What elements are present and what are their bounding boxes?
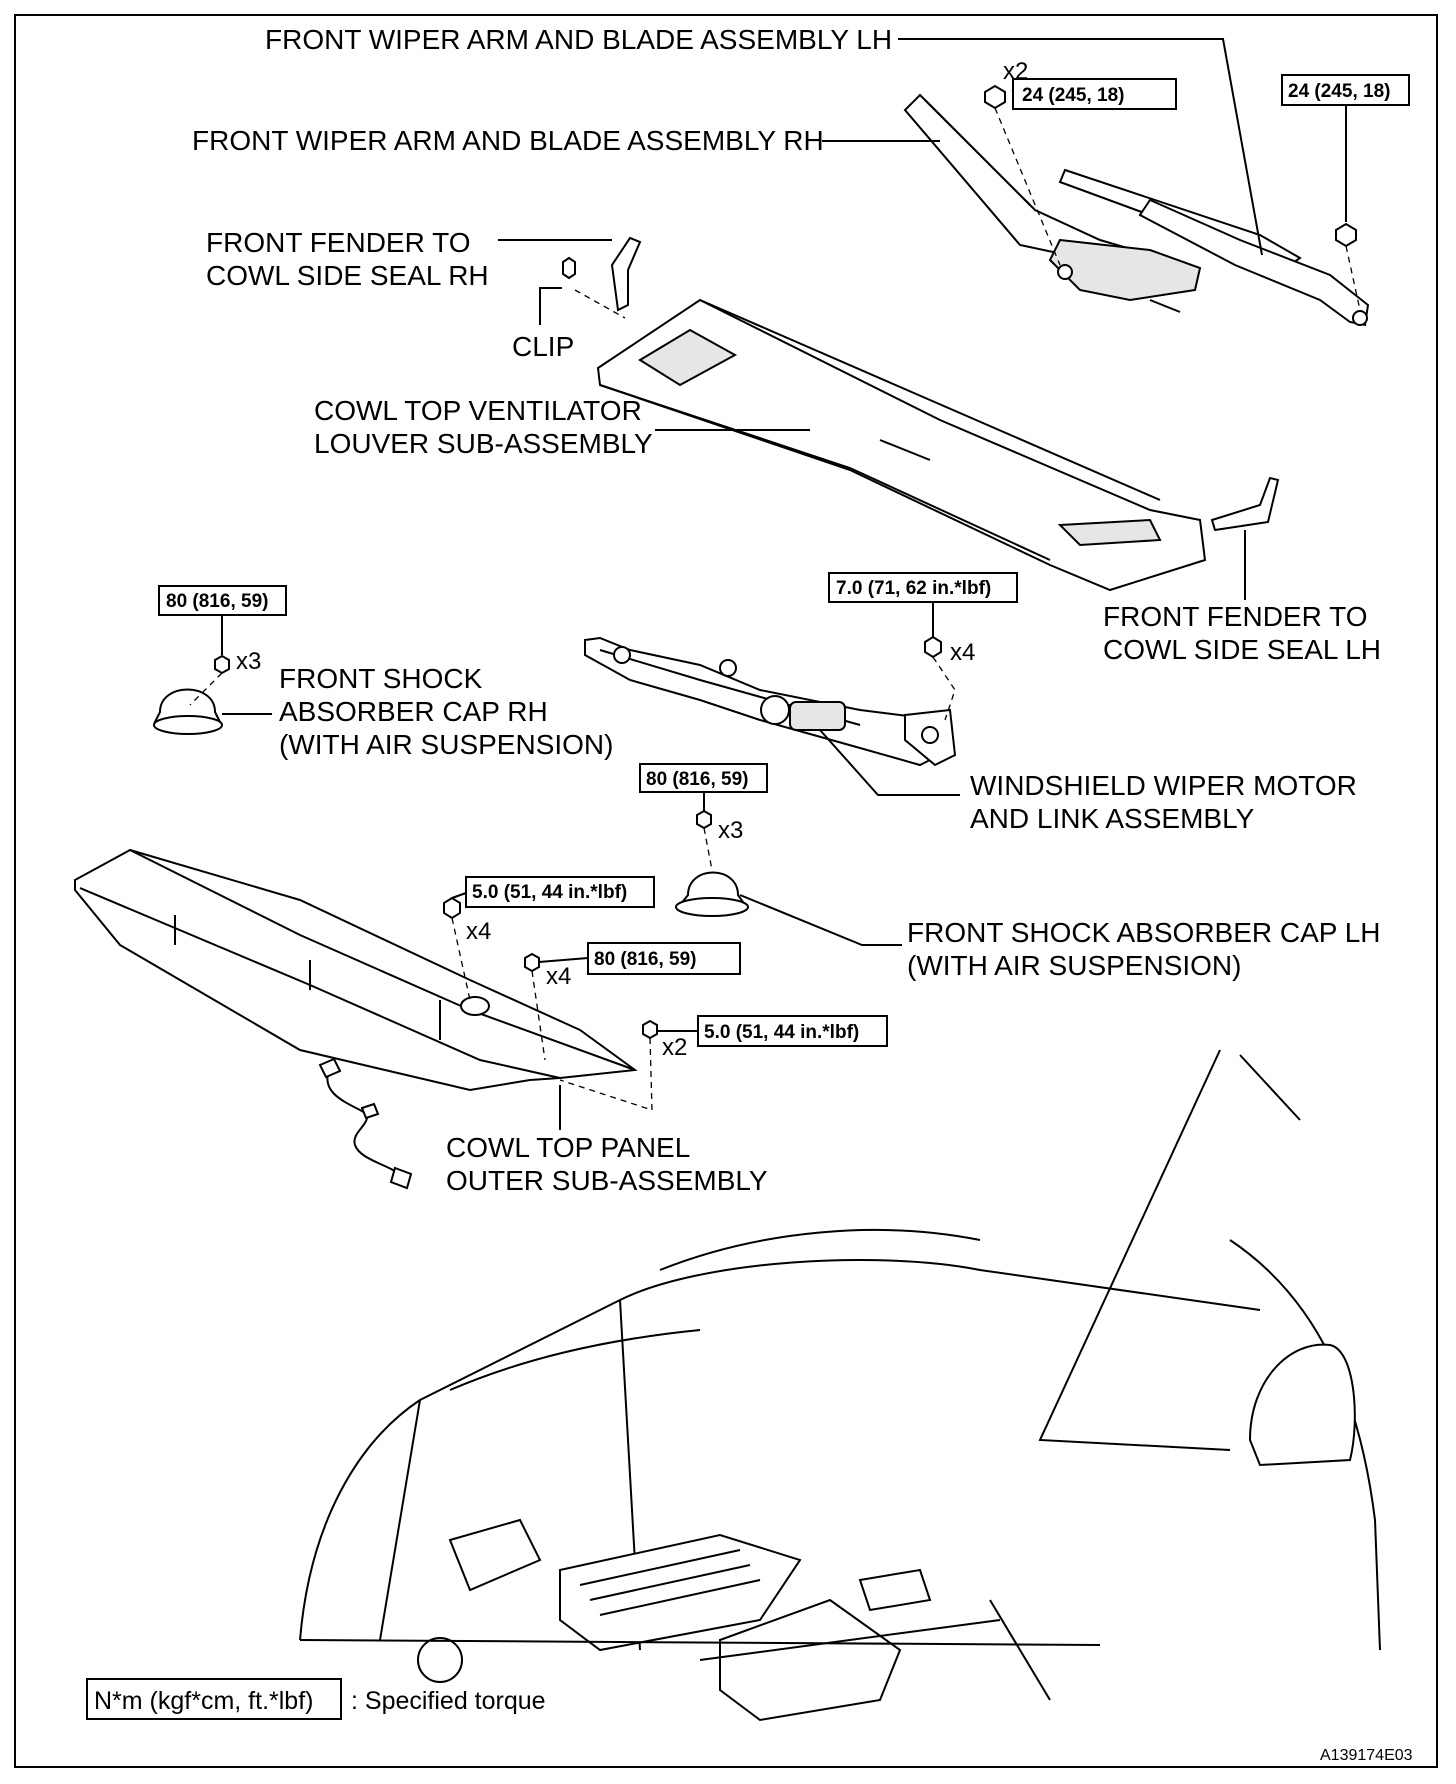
torque-wiper-lh: 24 (245, 18) xyxy=(1288,81,1390,102)
label-louver-1: COWL TOP VENTILATOR xyxy=(314,395,642,426)
legend-text: : Specified torque xyxy=(351,1687,546,1715)
fender-seal-lh xyxy=(1210,476,1280,532)
wiper-lh-nut xyxy=(1335,222,1361,311)
leader-cap-lh xyxy=(739,894,902,946)
wiper-arm-lh xyxy=(1058,168,1370,327)
label-louver-2: LOUVER SUB-ASSEMBLY xyxy=(314,428,653,459)
label-seal-rh-2: COWL SIDE SEAL RH xyxy=(206,260,489,291)
leader-wiper-lh xyxy=(898,38,1263,256)
label-cap-rh-2: ABSORBER CAP RH xyxy=(279,696,548,727)
legend-box-label: N*m (kgf*cm, ft.*lbf) xyxy=(94,1687,313,1715)
leader-panel-bolt-a xyxy=(451,892,467,899)
label-clip: CLIP xyxy=(512,331,574,362)
label-motor-1: WINDSHIELD WIPER MOTOR xyxy=(970,770,1357,801)
fender-seal-rh xyxy=(610,236,642,312)
label-panel-1: COWL TOP PANEL xyxy=(446,1132,690,1163)
torque-panel-bolt-b: 5.0 (51, 44 in.*lbf) xyxy=(704,1022,859,1043)
label-wiper-lh: FRONT WIPER ARM AND BLADE ASSEMBLY LH xyxy=(265,24,892,55)
vehicle-engine-bay xyxy=(299,1049,1381,1722)
leader-panel-nut xyxy=(538,957,589,963)
label-panel-2: OUTER SUB-ASSEMBLY xyxy=(446,1165,768,1196)
cowl-top-panel-outer xyxy=(74,848,638,1092)
label-seal-lh-1: FRONT FENDER TO xyxy=(1103,601,1367,632)
quantity-labels: x2 x3 x4 x3 x4 x4 x2 xyxy=(236,58,1028,1061)
count-cap-rh: x3 xyxy=(236,648,261,675)
label-cap-lh-2: (WITH AIR SUSPENSION) xyxy=(907,950,1241,981)
figure-border xyxy=(14,14,1438,1768)
label-seal-rh-1: FRONT FENDER TO xyxy=(206,227,470,258)
figure-id: A139174E03 xyxy=(1320,1747,1413,1764)
labels: FRONT WIPER ARM AND BLADE ASSEMBLY LH FR… xyxy=(192,24,1381,1196)
label-wiper-rh: FRONT WIPER ARM AND BLADE ASSEMBLY RH xyxy=(192,125,824,156)
count-cap-lh: x3 xyxy=(718,817,743,844)
label-cap-rh-3: (WITH AIR SUSPENSION) xyxy=(279,729,613,760)
torque-legend: N*m (kgf*cm, ft.*lbf) : Specified torque xyxy=(86,1678,546,1720)
wiper-arm-rh xyxy=(903,93,1202,313)
label-seal-lh-2: COWL SIDE SEAL LH xyxy=(1103,634,1381,665)
label-cap-lh-1: FRONT SHOCK ABSORBER CAP LH xyxy=(907,917,1381,948)
wiper-rh-nut xyxy=(984,84,1061,266)
count-motor: x4 xyxy=(950,639,975,666)
panel-nut xyxy=(524,952,546,1061)
torque-specs: 24 (245, 18) 24 (245, 18) 7.0 (71, 62 in… xyxy=(158,74,1410,1047)
torque-panel-bolt-a: 5.0 (51, 44 in.*lbf) xyxy=(472,882,627,903)
torque-motor: 7.0 (71, 62 in.*lbf) xyxy=(836,578,991,599)
torque-wiper-rh: 24 (245, 18) xyxy=(1022,85,1124,106)
leader-motor xyxy=(819,729,960,796)
shock-absorber-cap-rh xyxy=(153,654,230,735)
count-panel-bolt-a: x4 xyxy=(466,918,491,945)
count-panel-bolt-b: x2 xyxy=(662,1034,687,1061)
count-panel-nut: x4 xyxy=(546,963,571,990)
panel-bolt-b xyxy=(559,1019,658,1111)
wire-harness xyxy=(318,1057,413,1190)
cowl-top-ventilator-louver xyxy=(596,298,1207,592)
torque-cap-rh: 80 (816, 59) xyxy=(166,591,268,612)
label-motor-2: AND LINK ASSEMBLY xyxy=(970,803,1255,834)
windshield-wiper-motor-link xyxy=(584,636,957,767)
torque-panel-nut: 80 (816, 59) xyxy=(594,949,696,970)
torque-cap-lh: 80 (816, 59) xyxy=(646,769,748,790)
label-cap-rh-1: FRONT SHOCK xyxy=(279,663,483,694)
leader-clip xyxy=(539,287,562,325)
count-wiper-rh: x2 xyxy=(1003,58,1028,85)
clip xyxy=(562,256,626,319)
